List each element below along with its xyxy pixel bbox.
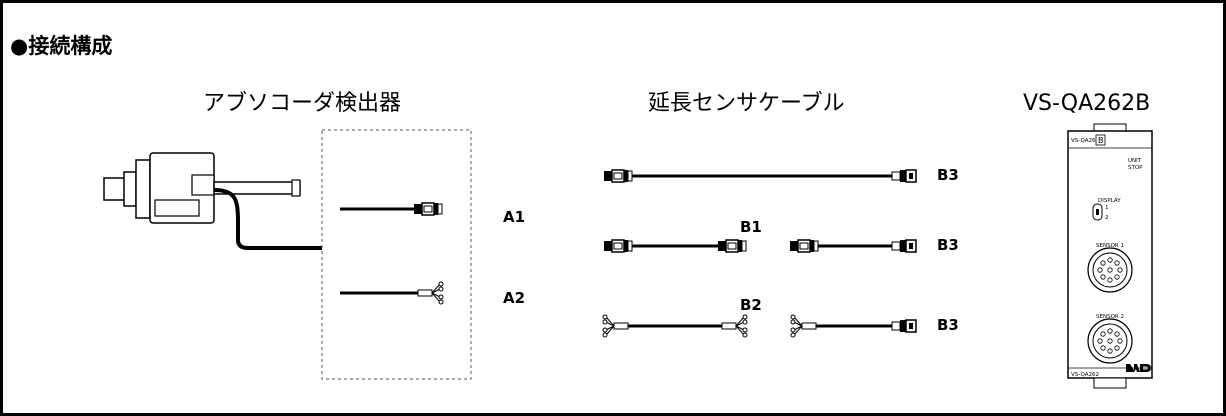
- display-position-1: 1: [1105, 205, 1109, 211]
- label-b3-bot: B3: [937, 316, 959, 334]
- brand-logo-icon: [1126, 364, 1151, 372]
- sensor2-label: SENSOR 2: [1096, 314, 1124, 320]
- label-a1: A1: [503, 208, 525, 226]
- label-b2: B2: [740, 296, 762, 314]
- extension-cable-b2: [602, 314, 748, 338]
- extension-cable-long: [603, 169, 917, 183]
- label-a2: A2: [503, 289, 525, 307]
- unit-stop-line2: STOP: [1128, 165, 1143, 171]
- page-title: ●接続構成: [10, 34, 112, 58]
- unit-stop-line1: UNIT: [1128, 158, 1142, 164]
- cable-a1: [340, 202, 443, 216]
- unit-model-badge: B: [1098, 136, 1104, 145]
- display-position-2: 2: [1105, 215, 1109, 221]
- encoder-cable-group-box: [321, 129, 472, 380]
- extension-cable-b3-bot: [790, 314, 917, 338]
- encoder-detector: [103, 152, 322, 250]
- cable-a2: [340, 281, 444, 305]
- extension-cable-b1: [603, 239, 747, 253]
- label-b3-top: B3: [937, 166, 959, 184]
- sensor1-label: SENSOR 1: [1096, 243, 1124, 249]
- sensor2-connector: [1087, 318, 1133, 364]
- section-title-unit: VS-QA262B: [1023, 91, 1150, 116]
- label-b1: B1: [740, 218, 762, 236]
- display-label: DISPLAY: [1098, 198, 1121, 204]
- section-title-encoder: アブソコーダ検出器: [203, 91, 401, 116]
- sensor1-connector: [1087, 247, 1133, 293]
- label-b3-mid: B3: [937, 236, 959, 254]
- unit-model-top: VS-QA262: [1071, 138, 1099, 144]
- unit-vs-qa262b: VS-QA262 B UNIT STOP DISPLAY 1 2 SENSOR …: [1067, 123, 1153, 389]
- extension-cable-b3-mid: [789, 239, 917, 253]
- unit-model-badge-box: [1095, 134, 1106, 146]
- section-title-extension-cable: 延長センサケーブル: [648, 91, 845, 116]
- unit-model-bottom: VS-QA262: [1071, 372, 1099, 378]
